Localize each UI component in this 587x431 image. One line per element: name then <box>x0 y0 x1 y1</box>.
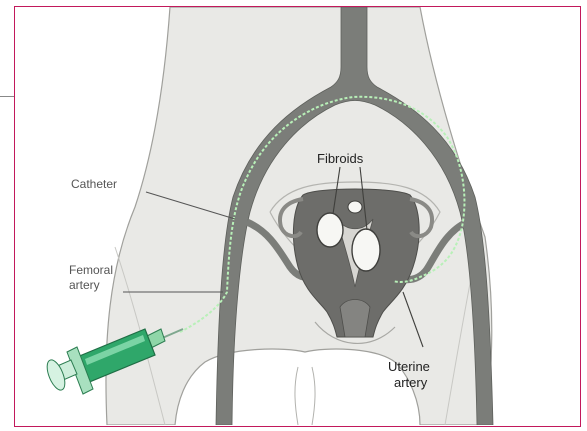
label-uterine-line1: Uterine <box>388 359 430 374</box>
label-fibroids: Fibroids <box>317 151 364 166</box>
label-uterine-line2: artery <box>394 375 428 390</box>
fibroid-small <box>348 201 362 213</box>
label-femoral-line2: artery <box>69 278 100 292</box>
fibroid-left <box>317 213 343 247</box>
cervix <box>340 300 370 338</box>
label-femoral-line1: Femoral <box>69 263 113 277</box>
label-catheter: Catheter <box>71 177 117 191</box>
fibroid-right <box>352 229 380 271</box>
diagram-frame: Fibroids Catheter Femoral artery Uterine… <box>14 6 581 427</box>
left-edge-tick <box>0 96 14 97</box>
uterine-artery-embolization-diagram: Fibroids Catheter Femoral artery Uterine… <box>15 7 579 425</box>
leg-gap <box>295 367 315 425</box>
